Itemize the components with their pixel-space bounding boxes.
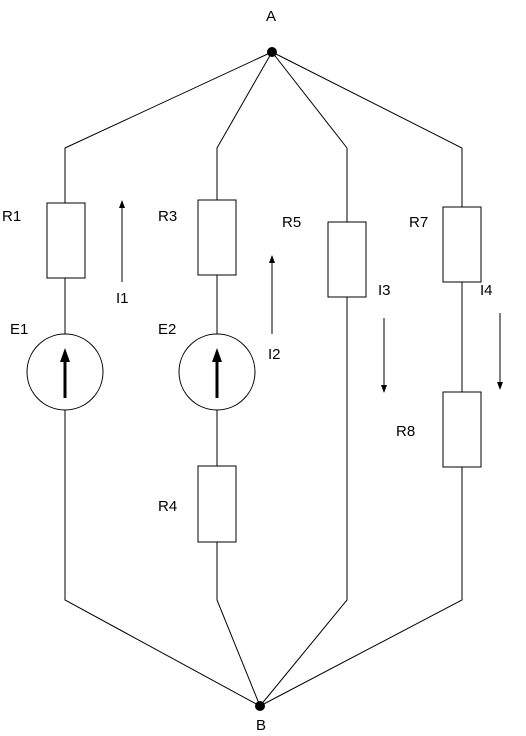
node-b: [255, 701, 265, 711]
wire-r4-b: [216, 542, 261, 707]
resistor-r4: [197, 465, 237, 543]
resistor-r8: [442, 391, 482, 468]
wire-a-branch4: [271, 51, 463, 207]
resistor-r1-label: R1: [2, 208, 21, 225]
current-i1-label: I1: [116, 290, 129, 307]
wire-a-branch1: [64, 51, 273, 203]
top-wires: [64, 51, 463, 222]
resistor-r7-label: R7: [409, 214, 428, 231]
source-e2-arrowhead: [212, 348, 222, 362]
wire-a-branch3: [271, 51, 348, 222]
branch-3: [259, 221, 367, 707]
resistor-r7: [442, 206, 482, 283]
branch-2: [178, 199, 261, 707]
resistor-r5-label: R5: [282, 214, 301, 231]
current-i4-arrowhead: [497, 382, 503, 390]
node-a: [267, 47, 277, 57]
resistor-r8-label: R8: [396, 423, 415, 440]
resistor-r3: [197, 199, 237, 276]
wire-r8-b: [259, 467, 463, 707]
branch-4: [259, 206, 482, 707]
current-i1-arrowhead: [119, 200, 125, 208]
source-e2-label: E2: [158, 321, 176, 338]
source-e1-label: E1: [10, 321, 28, 338]
current-i2-arrowhead: [269, 255, 275, 263]
branch-1: [26, 202, 261, 707]
node-a-label: A: [266, 8, 276, 25]
node-b-label: B: [256, 717, 266, 734]
resistor-r3-label: R3: [158, 208, 177, 225]
current-i4-label: I4: [480, 282, 493, 299]
resistor-r4-label: R4: [158, 498, 177, 515]
current-arrows: [119, 200, 503, 393]
current-i3-arrowhead: [381, 385, 387, 393]
resistor-r1: [46, 202, 86, 279]
wire-a-branch2: [216, 51, 273, 200]
current-i2-label: I2: [268, 346, 281, 363]
source-e1-arrowhead: [60, 348, 70, 362]
wire-e1-b: [64, 410, 261, 707]
resistor-r5: [327, 221, 367, 298]
current-i3-label: I3: [378, 282, 391, 299]
wire-r5-b: [259, 297, 348, 707]
